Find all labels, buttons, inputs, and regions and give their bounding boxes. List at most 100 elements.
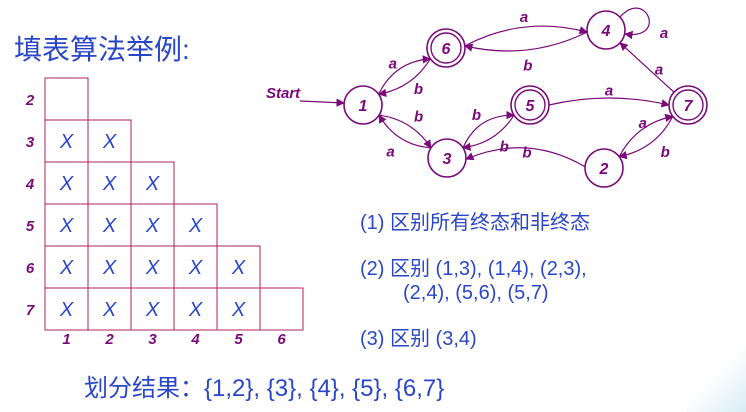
transition-label: b — [523, 57, 532, 74]
table-cell-mark: X — [188, 215, 203, 237]
transition-label: a — [389, 55, 397, 72]
table-cell — [44, 77, 89, 121]
state-node — [343, 85, 383, 125]
table-cell-mark: X — [59, 299, 74, 321]
table-cell-mark: X — [145, 173, 160, 195]
state-label: 1 — [359, 98, 368, 115]
transition-arrow — [462, 110, 515, 149]
state-label: 3 — [443, 151, 452, 168]
table-cell-mark: X — [145, 257, 160, 279]
table-cell — [87, 119, 132, 163]
state-node — [427, 138, 467, 178]
state-node — [426, 28, 466, 68]
step-3-text: (3) 区别 (3,4) — [360, 328, 477, 350]
transition-arrow — [378, 114, 431, 149]
table-cell — [44, 161, 89, 205]
table-cell — [44, 245, 89, 289]
table-row-label: 6 — [26, 260, 35, 277]
table-cell-mark: X — [102, 257, 117, 279]
table-cell-mark: X — [188, 299, 203, 321]
page-title: 填表算法举例: — [14, 34, 190, 65]
transition-arrow — [464, 25, 588, 47]
table-cell — [44, 287, 89, 331]
transition-label: a — [520, 9, 528, 26]
transition-label: b — [414, 109, 423, 126]
transition-arrow — [377, 58, 431, 98]
final-state-ring — [514, 89, 546, 121]
table-cell — [87, 245, 132, 289]
table-cell — [173, 203, 218, 247]
table-cell-mark: X — [145, 299, 160, 321]
transition-arrow — [464, 31, 588, 52]
state-node — [586, 10, 626, 50]
transition-label: a — [386, 144, 394, 161]
final-state-ring — [430, 32, 462, 64]
final-state-ring — [672, 89, 704, 121]
state-label: 2 — [599, 161, 609, 178]
table-cell — [130, 161, 175, 205]
state-node — [510, 85, 550, 125]
table-col-label: 5 — [234, 331, 243, 348]
transition-label: b — [522, 145, 531, 162]
table-cell-mark: X — [59, 215, 74, 237]
start-arrow — [299, 98, 345, 107]
table-row-label: 7 — [26, 302, 35, 319]
partition-result: 划分结果：{1,2}, {3}, {4}, {5}, {6,7} — [84, 375, 445, 402]
table-cell — [87, 203, 132, 247]
table-cell-mark: X — [231, 257, 246, 279]
transition-arrow — [619, 42, 675, 93]
transition-label: b — [414, 81, 423, 98]
table-cell — [87, 287, 132, 331]
table-row-label: 4 — [25, 176, 35, 193]
transition-arrow — [548, 97, 670, 108]
table-cell — [216, 245, 261, 289]
table-col-label: 6 — [277, 331, 286, 348]
step-2-continued-text: (2,4), (5,6), (5,7) — [403, 282, 549, 304]
table-cell — [130, 203, 175, 247]
transition-label: a — [605, 83, 613, 100]
transition-arrow — [465, 147, 586, 168]
table-cell — [130, 245, 175, 289]
table-col-label: 4 — [190, 331, 200, 348]
state-node — [668, 85, 708, 125]
transition-arrow — [378, 55, 432, 95]
table-cell-mark: X — [102, 215, 117, 237]
corner-decoration — [686, 332, 746, 412]
table-cell-mark: X — [102, 131, 117, 153]
transition-arrow — [618, 116, 674, 160]
table-row-label: 3 — [26, 134, 35, 151]
transition-arrow — [618, 113, 674, 157]
transition-label: a — [660, 25, 668, 42]
table-cell — [216, 287, 261, 331]
table-cell-mark: X — [231, 299, 246, 321]
step-1-text: (1) 区别所有终态和非终态 — [360, 212, 590, 234]
table-cell — [173, 287, 218, 331]
table-cell — [259, 287, 304, 331]
transition-arrow — [462, 114, 515, 151]
table-col-label: 3 — [148, 331, 157, 348]
state-label: 4 — [601, 23, 611, 40]
state-label: 7 — [684, 98, 694, 115]
table-row-label: 5 — [26, 218, 35, 235]
transition-label: b — [500, 138, 509, 155]
table-cell-mark: X — [102, 299, 117, 321]
transition-label: b — [472, 107, 481, 124]
state-node — [584, 148, 624, 188]
table-cell-mark: X — [188, 257, 203, 279]
table-col-label: 1 — [62, 331, 70, 348]
table-cell-mark: X — [59, 131, 74, 153]
table-cell-mark: X — [59, 173, 74, 195]
state-label: 5 — [526, 98, 536, 115]
table-cell — [44, 203, 89, 247]
transition-label: a — [655, 62, 663, 79]
table-col-label: 2 — [104, 331, 114, 348]
step-2-text: (2) 区别 (1,3), (1,4), (2,3), — [360, 258, 587, 280]
transition-label: a — [639, 115, 647, 132]
transition-label: b — [661, 144, 670, 161]
transition-arrow — [619, 7, 650, 40]
table-cell-mark: X — [59, 257, 74, 279]
start-label: Start — [266, 85, 301, 102]
